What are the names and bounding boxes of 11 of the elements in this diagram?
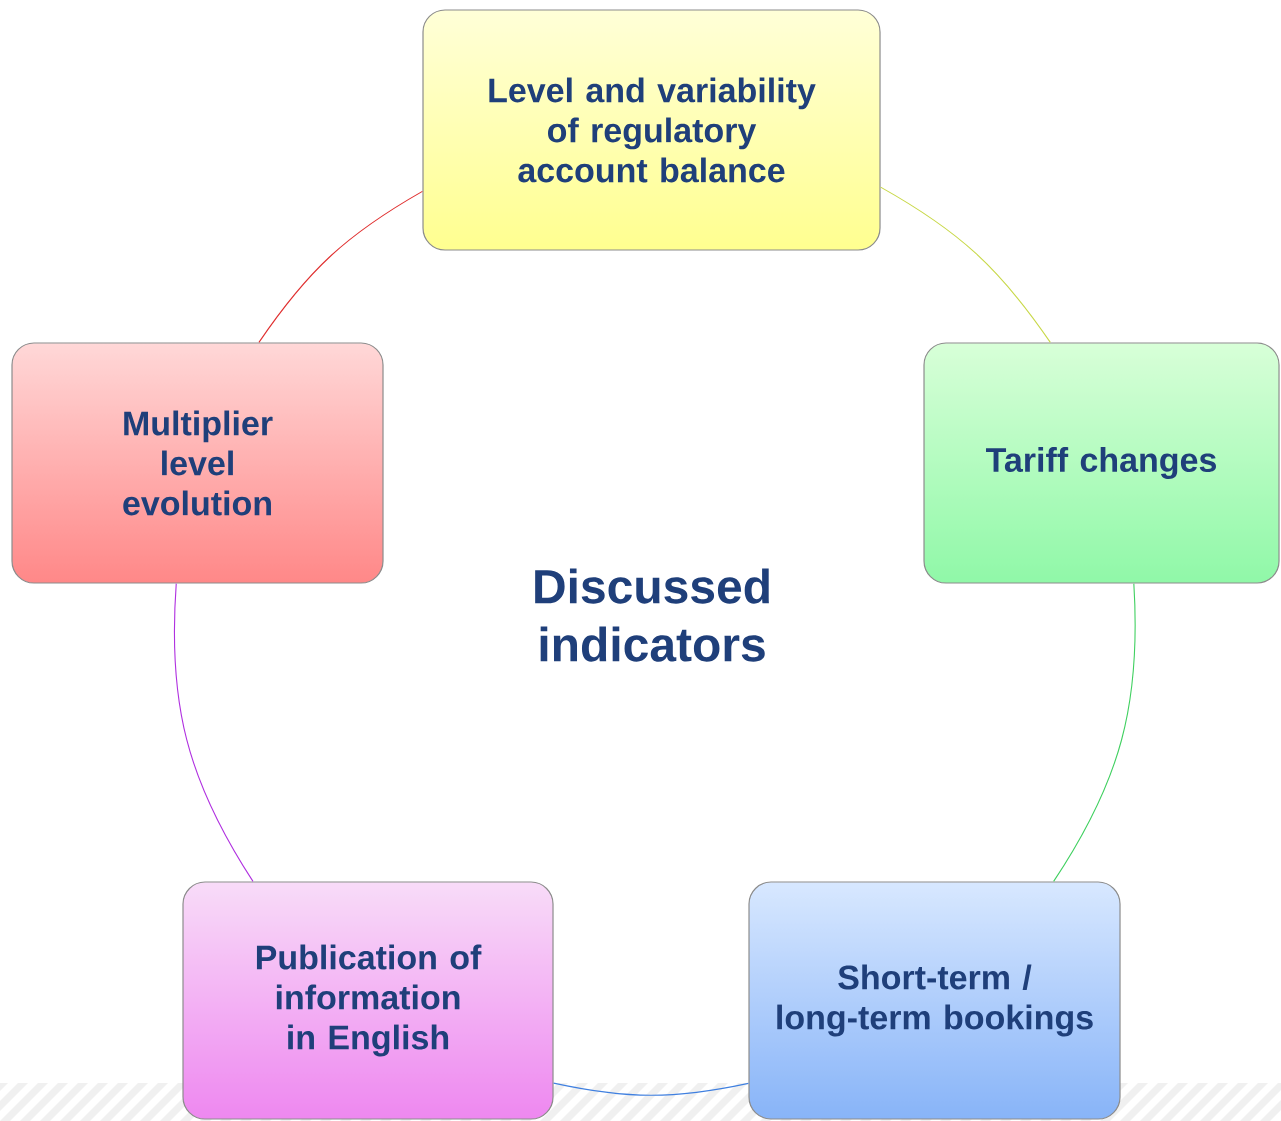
connector-arc bbox=[880, 186, 1051, 343]
connector-arc bbox=[553, 1082, 749, 1096]
rounded-box: Short-term / long-term bookings bbox=[748, 881, 1121, 1120]
connector-arc bbox=[1053, 583, 1136, 882]
rounded-box: Publication of information in English bbox=[182, 881, 554, 1120]
center-heading: Discussed indicators bbox=[535, 568, 769, 662]
connector-arc bbox=[173, 583, 254, 882]
connector-arc bbox=[258, 190, 423, 343]
rounded-box: Multiplier level evolution bbox=[11, 342, 384, 584]
rounded-box: Level and variability of regulatory account balance bbox=[422, 9, 881, 251]
rounded-box: Tariff changes bbox=[923, 342, 1280, 584]
